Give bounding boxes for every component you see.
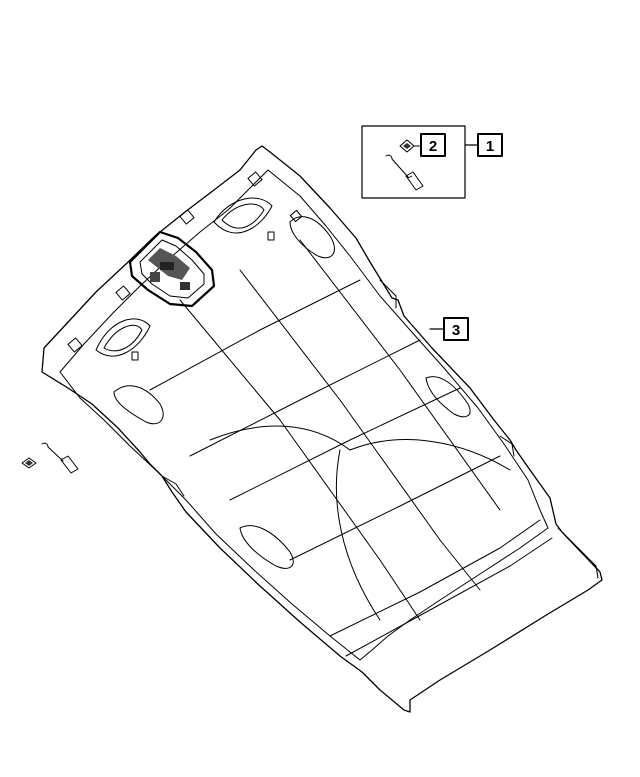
callout-2[interactable]: 2 <box>420 133 446 157</box>
callout-1[interactable]: 1 <box>477 133 503 157</box>
connector-icon <box>385 154 424 191</box>
clip-icon <box>399 139 415 153</box>
callout-2-label: 2 <box>429 138 437 155</box>
headliner-panel <box>41 145 603 713</box>
callout-3-label: 3 <box>452 322 460 339</box>
callout-3[interactable]: 3 <box>443 317 469 341</box>
overhead-console <box>128 230 216 308</box>
loose-connector-icon <box>41 442 79 474</box>
callout-1-label: 1 <box>486 138 494 155</box>
parts-inset-box <box>361 125 466 199</box>
loose-clip-icon <box>21 457 37 469</box>
